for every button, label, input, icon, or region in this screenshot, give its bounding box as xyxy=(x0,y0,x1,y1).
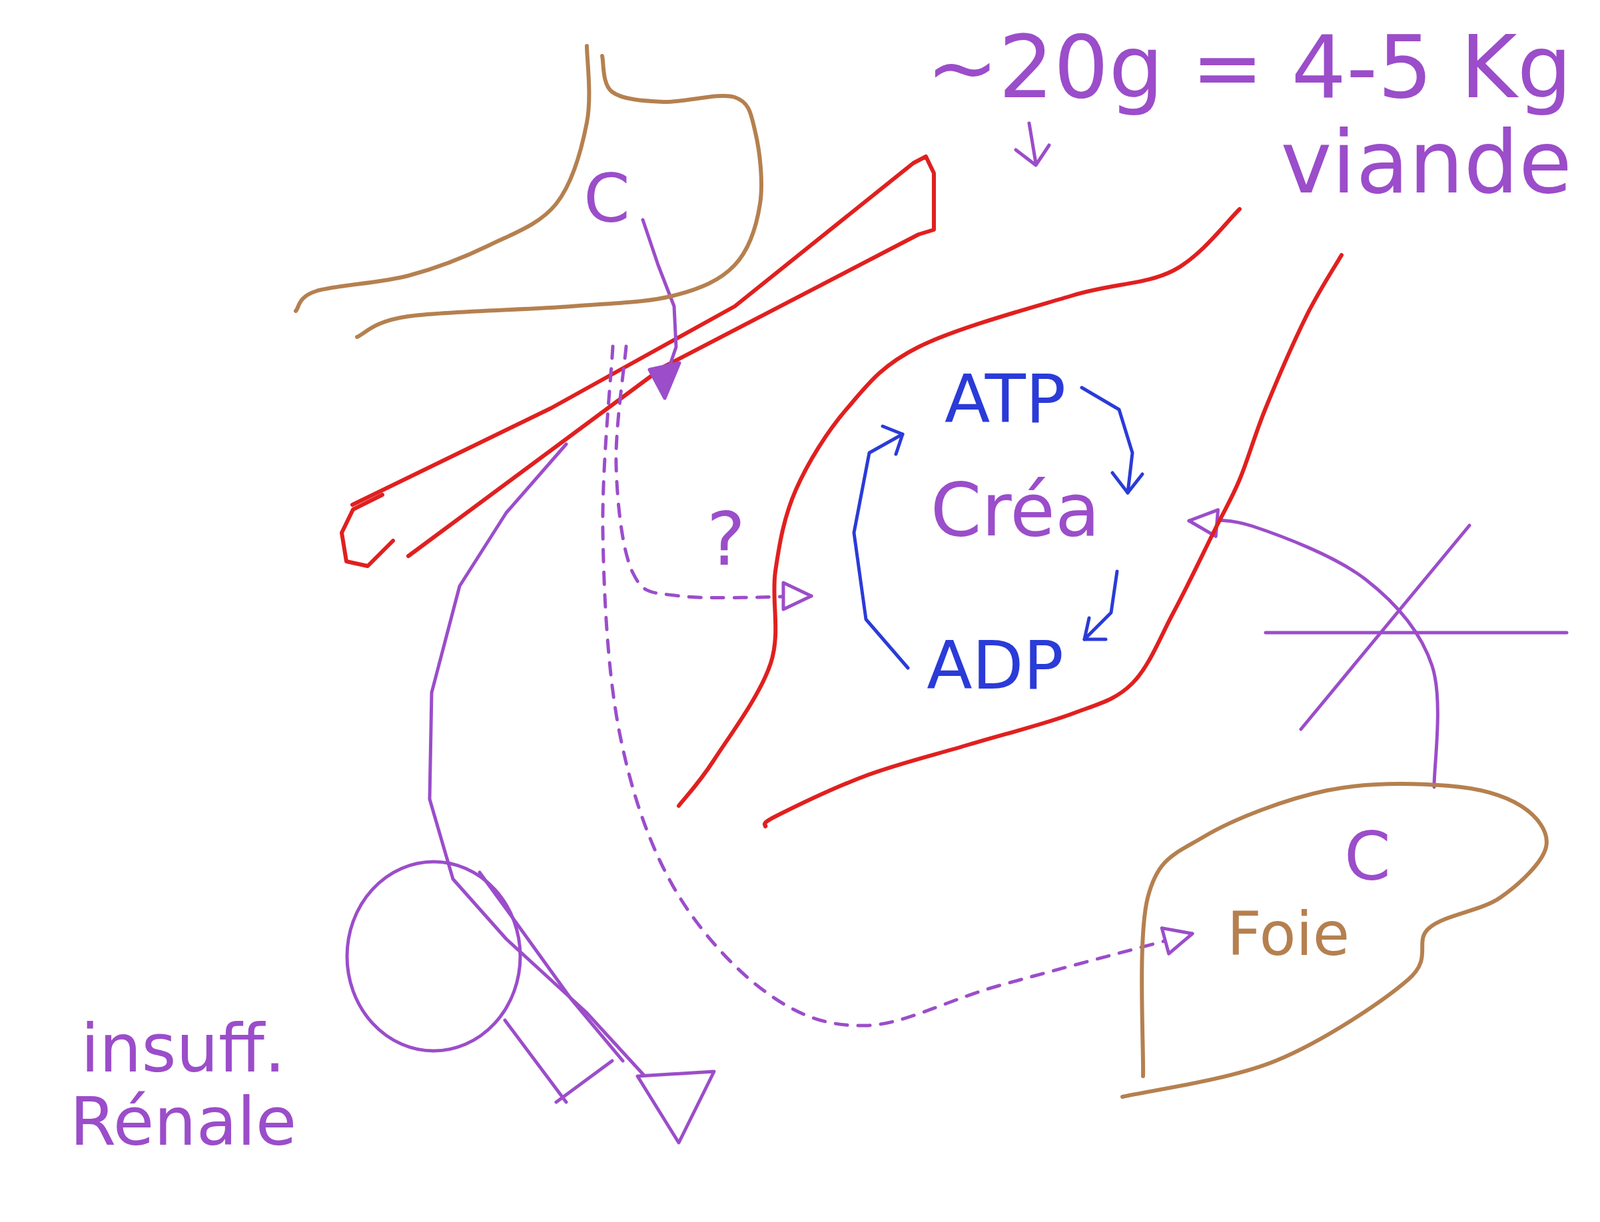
ureter-tick xyxy=(556,1061,613,1103)
node-text: ADP xyxy=(926,629,1064,703)
ureter xyxy=(504,1020,567,1103)
note-label: ~20g = 4-5 Kg viande xyxy=(732,19,1573,211)
connector xyxy=(602,346,1193,1026)
node-text: C xyxy=(1344,820,1391,894)
arrow-head xyxy=(783,582,812,610)
note-label: insuff. Rénale xyxy=(26,1012,340,1160)
arrow-head xyxy=(649,363,680,399)
flow-line xyxy=(479,872,623,1062)
muscle-band xyxy=(678,209,1240,806)
organ-region: C xyxy=(286,39,767,347)
organ-outline xyxy=(286,39,767,347)
node-text: Foie xyxy=(1226,901,1350,968)
connector xyxy=(1189,510,1438,788)
arrow-head xyxy=(637,1071,715,1144)
connector xyxy=(616,346,812,610)
kidney xyxy=(347,861,521,1052)
arrow-head xyxy=(1015,145,1050,166)
arrow-head xyxy=(882,426,903,455)
node-text: ATP xyxy=(944,363,1066,437)
node-text: C xyxy=(583,162,631,236)
connector-line xyxy=(616,346,812,599)
muscle-band xyxy=(764,255,1342,827)
connector-line xyxy=(602,346,1193,1026)
cycle-arrow xyxy=(1084,571,1118,640)
organ-outline xyxy=(295,45,589,312)
muscle-region: ATP CréaADP xyxy=(672,199,1359,833)
node-text: Créa xyxy=(930,470,1101,551)
organ-outline xyxy=(357,55,762,338)
arrow-head xyxy=(1112,472,1143,493)
connector-line xyxy=(1189,520,1438,788)
arrow-head xyxy=(1161,928,1193,955)
edge-label: ? xyxy=(706,499,746,581)
organ-region: C Foie xyxy=(1119,779,1559,1106)
vessel-wall xyxy=(352,156,934,557)
weight-arrow xyxy=(1029,123,1036,164)
flow-line xyxy=(429,444,660,1093)
arrow-head xyxy=(1084,618,1106,640)
liver-outline xyxy=(1122,784,1547,1098)
cycle-arrow xyxy=(853,434,908,669)
vessel-end xyxy=(341,494,394,567)
